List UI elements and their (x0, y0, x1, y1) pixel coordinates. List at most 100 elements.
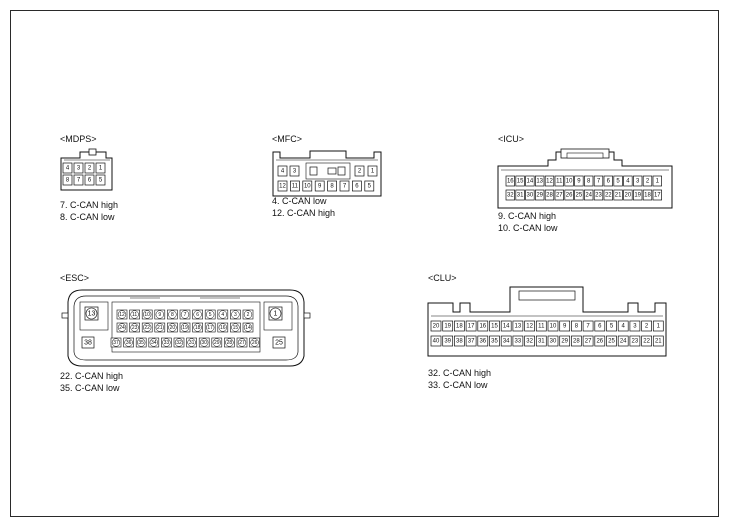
esc-pin-23: 23 (129, 322, 140, 333)
esc-pin-25: 25 (272, 336, 286, 349)
clu-pin-11: 11 (535, 320, 547, 332)
clu-pin-number: 30 (550, 339, 557, 345)
clu-pin-number: 17 (468, 324, 475, 330)
clu-pin-number: 39 (444, 339, 451, 345)
clu-pin-26: 26 (594, 335, 606, 347)
esc-pin-26: 26 (249, 337, 260, 348)
icu-pin-number: 14 (527, 179, 534, 185)
icu-pin-number: 9 (577, 179, 581, 185)
mfc-pin-number: 8 (330, 184, 334, 190)
mfc-pin-12: 12 (277, 180, 288, 192)
esc-pin-11: 11 (129, 309, 140, 320)
esc-pin-1: 1 (268, 306, 283, 321)
icu-pin-number: 20 (625, 193, 632, 199)
icu-pin-number: 30 (527, 193, 534, 199)
esc-pin-20: 20 (167, 322, 178, 333)
clu-pin-number: 6 (598, 324, 602, 330)
icu-pin-4: 4 (623, 175, 633, 187)
esc-pin-number: 28 (227, 340, 233, 346)
esc-pin-9: 9 (154, 309, 166, 320)
icu-pin-number: 12 (546, 179, 553, 185)
clu-pin-22: 22 (641, 335, 652, 347)
clu-pin-number: 21 (655, 339, 662, 345)
esc-pin-21: 21 (154, 322, 166, 333)
esc-pin-number: 24 (119, 325, 125, 331)
clu-pin-number: 34 (503, 339, 510, 345)
mfc-label: <MFC> (272, 134, 302, 144)
icu-pin-22: 22 (603, 189, 613, 201)
clu-pin-23: 23 (629, 335, 641, 347)
clu-pin-19: 19 (442, 320, 454, 332)
mfc-pin-number: 7 (343, 184, 347, 190)
clu-pin-13: 13 (512, 320, 524, 332)
mfc-pin-4: 4 (277, 165, 288, 177)
mfc-pin-11: 11 (290, 180, 300, 192)
esc-pin-number: 16 (220, 325, 226, 331)
mfc-pin-number: 10 (304, 184, 311, 190)
mdps-pin-3: 3 (73, 162, 84, 174)
page-frame (10, 10, 719, 517)
mfc-note-2: 12. C-CAN high (272, 208, 335, 218)
esc-pin-36: 36 (123, 337, 134, 348)
mdps-pin-5: 5 (95, 174, 106, 186)
icu-pin-18: 18 (642, 189, 653, 201)
icu-pin-number: 16 (507, 179, 514, 185)
clu-pin-25: 25 (606, 335, 617, 347)
icu-pin-13: 13 (535, 175, 545, 187)
mdps-pin-6: 6 (84, 174, 95, 186)
clu-pin-17: 17 (465, 320, 477, 332)
clu-pin-number: 31 (538, 339, 545, 345)
icu-pin-number: 19 (634, 193, 641, 199)
clu-pin-number: 10 (550, 324, 557, 330)
esc-pin-number: 27 (239, 340, 245, 346)
icu-pin-15: 15 (515, 175, 525, 187)
mdps-note-1: 7. C-CAN high (60, 200, 118, 210)
esc-pin-30: 30 (198, 337, 210, 348)
clu-pin-number: 11 (538, 324, 545, 330)
esc-pin-7: 7 (179, 309, 191, 320)
icu-pin-6: 6 (603, 175, 613, 187)
clu-pin-8: 8 (571, 320, 582, 332)
esc-pin-number: 36 (126, 340, 132, 346)
icu-pin-12: 12 (544, 175, 555, 187)
mfc-pin-number: 2 (358, 169, 362, 175)
esc-pin-number: 9 (158, 312, 161, 318)
clu-pin-number: 14 (503, 324, 510, 330)
icu-pin-24: 24 (584, 189, 594, 201)
mfc-pin-6: 6 (352, 180, 362, 192)
icu-pin-number: 28 (546, 193, 553, 199)
esc-pin-number: 14 (245, 325, 251, 331)
icu-pin-number: 27 (556, 193, 563, 199)
clu-pin-24: 24 (617, 335, 629, 347)
clu-pin-number: 35 (491, 339, 498, 345)
mdps-pin-number: 4 (66, 166, 70, 172)
esc-pin-number: 13 (88, 311, 96, 318)
esc-pin-number: 2 (247, 312, 250, 318)
clu-note-2: 33. C-CAN low (428, 380, 488, 390)
mdps-pin-number: 2 (88, 166, 92, 172)
clu-pin-number: 15 (491, 324, 498, 330)
mdps-note-2: 8. C-CAN low (60, 212, 115, 222)
esc-note-2: 35. C-CAN low (60, 383, 120, 393)
esc-pin-number: 33 (164, 340, 170, 346)
icu-pin-number: 31 (517, 193, 524, 199)
mfc-pin-number: 6 (355, 184, 359, 190)
mfc-pin-10: 10 (302, 180, 313, 192)
icu-pin-number: 17 (654, 193, 661, 199)
esc-pin-number: 15 (233, 325, 239, 331)
mdps-pin-number: 8 (66, 178, 70, 184)
esc-pin-number: 6 (196, 312, 199, 318)
clu-pin-35: 35 (489, 335, 500, 347)
icu-pin-number: 25 (576, 193, 583, 199)
mfc-pin-number: 1 (371, 169, 375, 175)
clu-pin-12: 12 (524, 320, 535, 332)
clu-pin-number: 28 (573, 339, 580, 345)
clu-pin-34: 34 (500, 335, 512, 347)
icu-note-1: 9. C-CAN high (498, 211, 556, 221)
esc-pin-15: 15 (230, 322, 241, 333)
icu-pin-32: 32 (505, 189, 515, 201)
clu-pin-number: 2 (645, 324, 649, 330)
clu-pin-number: 29 (561, 339, 568, 345)
